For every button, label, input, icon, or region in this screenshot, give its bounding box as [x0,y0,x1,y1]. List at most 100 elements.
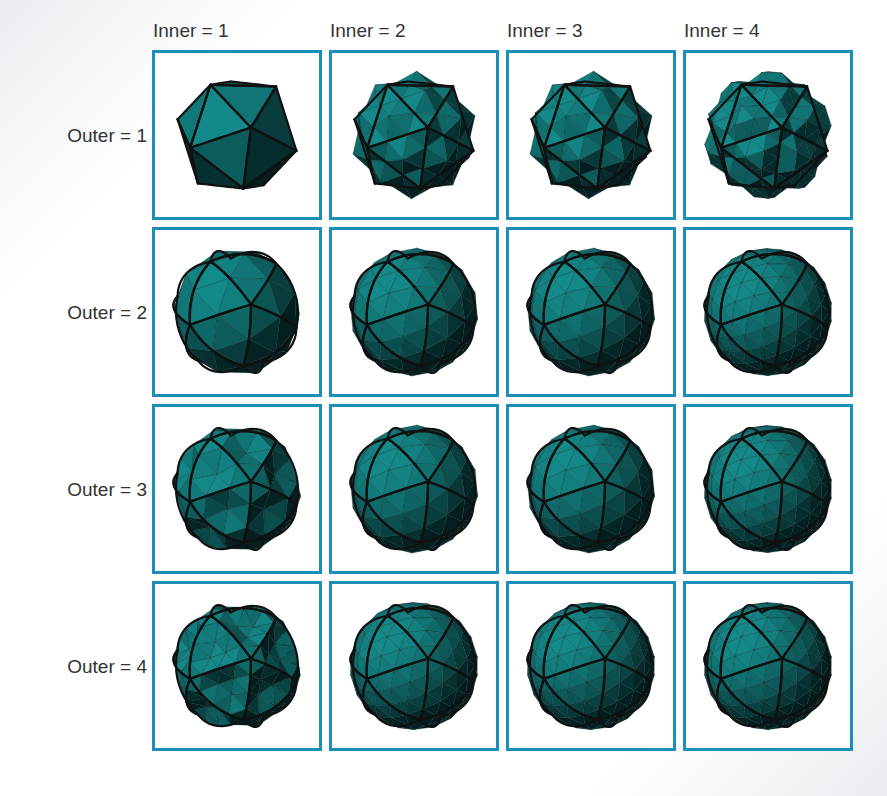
patch-edge [198,714,243,726]
patch-edge [782,441,807,482]
facet [592,267,617,287]
patch-edge [190,128,251,148]
facet [585,725,603,730]
patch-edge [428,87,453,128]
patch-edge [544,128,605,148]
patch-edge [605,264,630,305]
patch-edge [428,618,453,659]
patch-edge [420,482,428,543]
tessellated-sphere [155,407,319,571]
patch-edge [721,305,782,325]
facet [426,618,445,633]
patch-edge [717,325,729,361]
patch-edge [721,305,782,325]
patch-edge [782,482,827,505]
patch-edge [428,441,453,482]
tessellated-sphere [332,230,496,394]
patch-edge [190,439,211,502]
patch-edge [597,482,605,543]
patch-edge [774,482,782,543]
patch-edge [741,439,782,482]
facet [735,119,754,138]
patch-edge [375,360,420,372]
patch-edge [387,262,428,305]
patch-edge [721,148,729,184]
patch-edge [453,618,475,682]
patch-edge [251,264,276,305]
patch-edge [251,441,276,482]
patch-edge [243,482,251,543]
patch-edge [375,537,420,549]
patch-edge [428,128,473,151]
sphere-cell [152,227,322,397]
patch-edge [251,618,276,659]
patch-edge [408,429,453,441]
patch-edge [564,428,584,439]
patch-edge [774,151,827,189]
tessellated-sphere [509,53,673,217]
patch-edge [721,128,782,148]
patch-edge [795,151,828,186]
patch-edge [544,305,605,325]
patch-edge [367,439,388,502]
patch-edge [544,262,565,325]
sphere-cell [329,227,499,397]
facet [415,444,440,464]
patch-edge [721,85,741,148]
patch-edge [243,505,296,543]
patch-edge [408,82,453,87]
patch-edge [540,502,552,538]
patch-edge [243,682,296,720]
patch-edge [367,262,388,325]
patch-edge [721,262,742,325]
patch-edge [387,262,428,305]
patch-edge [597,305,605,366]
patch-edge [717,502,729,538]
patch-edge [243,128,251,189]
patch-edge [774,128,782,189]
patch-edge [251,482,296,505]
patch-edge [276,264,298,328]
patch-edge [630,264,652,328]
patch-edge [428,441,453,482]
patch-edge [420,151,473,189]
patch-edge [782,87,807,128]
patch-edge [544,482,605,502]
patch-edge [251,659,296,682]
patch-edge [243,151,296,189]
facet [210,82,276,87]
patch-edge [721,439,742,502]
patch-edge [190,262,211,325]
patch-edge [387,251,407,262]
patch-edge [605,305,650,328]
patch-edge [428,87,453,128]
patch-edge [721,128,782,148]
patch-edge [420,328,473,366]
patch-edge [741,439,782,482]
patch-edge [428,659,473,682]
patch-edge [387,439,428,482]
patch-edge [367,482,428,502]
patch-edge [585,82,630,87]
patch-edge [428,618,453,659]
patch-edge [544,85,564,148]
patch-edge [408,252,453,264]
patch-edge [190,148,243,189]
tessellated-sphere [155,53,319,217]
sphere-cell [152,404,322,574]
patch-edge [387,428,407,439]
patch-edge [251,659,296,682]
patch-edge [367,482,428,502]
patch-edge [210,616,251,659]
facet [190,128,251,189]
facet [268,633,275,654]
patch-edge [190,148,198,184]
patch-edge [190,659,251,679]
tessellated-sphere [155,230,319,394]
patch-edge [762,82,807,87]
patch-edge [231,606,276,618]
patch-edge [276,618,298,682]
patch-edge [264,151,297,186]
sphere-cell [683,404,853,574]
patch-edge [782,264,807,305]
